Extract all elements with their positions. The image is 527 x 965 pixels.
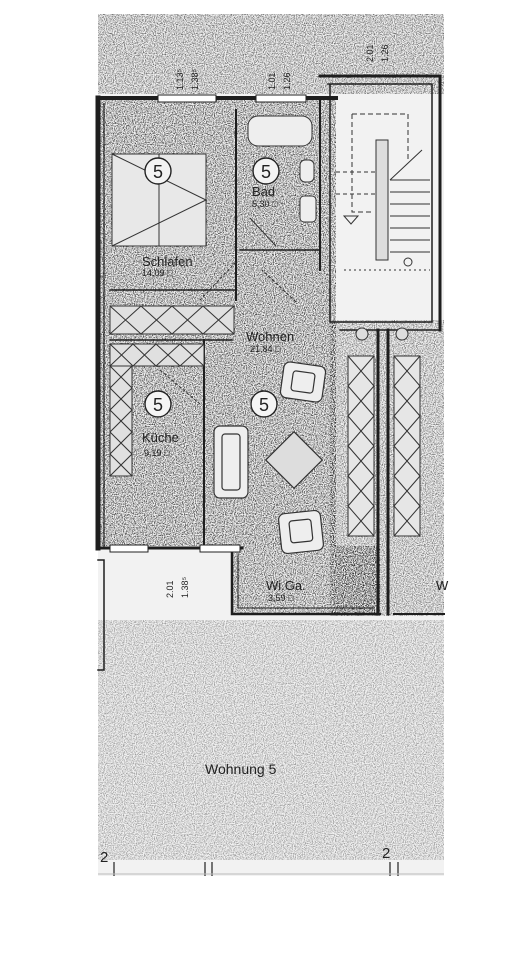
room-area-kueche: 9,19 □ [144, 448, 170, 458]
unit-markers [144, 157, 280, 418]
unit-marker-schlafen [144, 157, 172, 185]
dim-bad-top: 1.01 [267, 72, 277, 90]
edge-marker-right: 2 [382, 845, 390, 862]
dim-kueche-bottom: 1.38⁵ [180, 576, 190, 598]
plan-title: Wohnung 5 [205, 761, 277, 777]
dim-schlafen-bottom: 1.38⁵ [190, 68, 200, 90]
dim-schlafen-top: 1.13⁵ [175, 68, 185, 90]
living-room-furniture [213, 269, 327, 555]
room-area-bad: 5,30 □ [252, 199, 278, 209]
room-name-wiga: Wi.Ga. [266, 578, 306, 593]
unit-marker-wohnen [250, 390, 278, 418]
winter-garden-columns [347, 327, 421, 537]
room-area-wiga: 3,59 □ [268, 593, 294, 603]
windows [109, 94, 307, 553]
cut-letter: W [436, 578, 449, 593]
room-name-schlafen: Schlafen [142, 254, 193, 269]
unit-number: 5 [153, 395, 163, 415]
dim-stair-top: 2.01 [365, 44, 375, 62]
section-ticks [98, 862, 444, 876]
unit-marker-kueche [144, 390, 172, 418]
edge-marker-left: 2 [100, 849, 108, 866]
dim-kueche-top: 2.01 [165, 580, 175, 598]
unit-number: 5 [261, 162, 271, 182]
room-name-wohnen: Wohnen [246, 329, 294, 344]
room-name-kueche: Küche [142, 430, 179, 445]
unit-number: 5 [259, 395, 269, 415]
unit-numbers: 5 5 5 5 [153, 162, 271, 415]
room-name-bad: Bad [252, 184, 275, 199]
dimension-labels: 1.13⁵ 1.38⁵ 1.01 1.26 2.01 1.26 2.01 1.3… [165, 44, 390, 598]
bathroom-fixtures [247, 115, 317, 247]
room-area-schlafen: 14,09 □ [142, 268, 173, 278]
kitchen-counters [109, 343, 205, 477]
dim-stair-bottom: 1.26 [380, 44, 390, 62]
unit-marker-bad [252, 157, 280, 185]
room-labels: Schlafen 14,09 □ Bad 5,30 □ Wohnen 21,84… [142, 184, 449, 603]
room-area-wohnen: 21,84 □ [250, 344, 281, 354]
unit-number: 5 [153, 162, 163, 182]
dim-bad-bottom: 1.26 [282, 72, 292, 90]
staircase [336, 113, 430, 271]
